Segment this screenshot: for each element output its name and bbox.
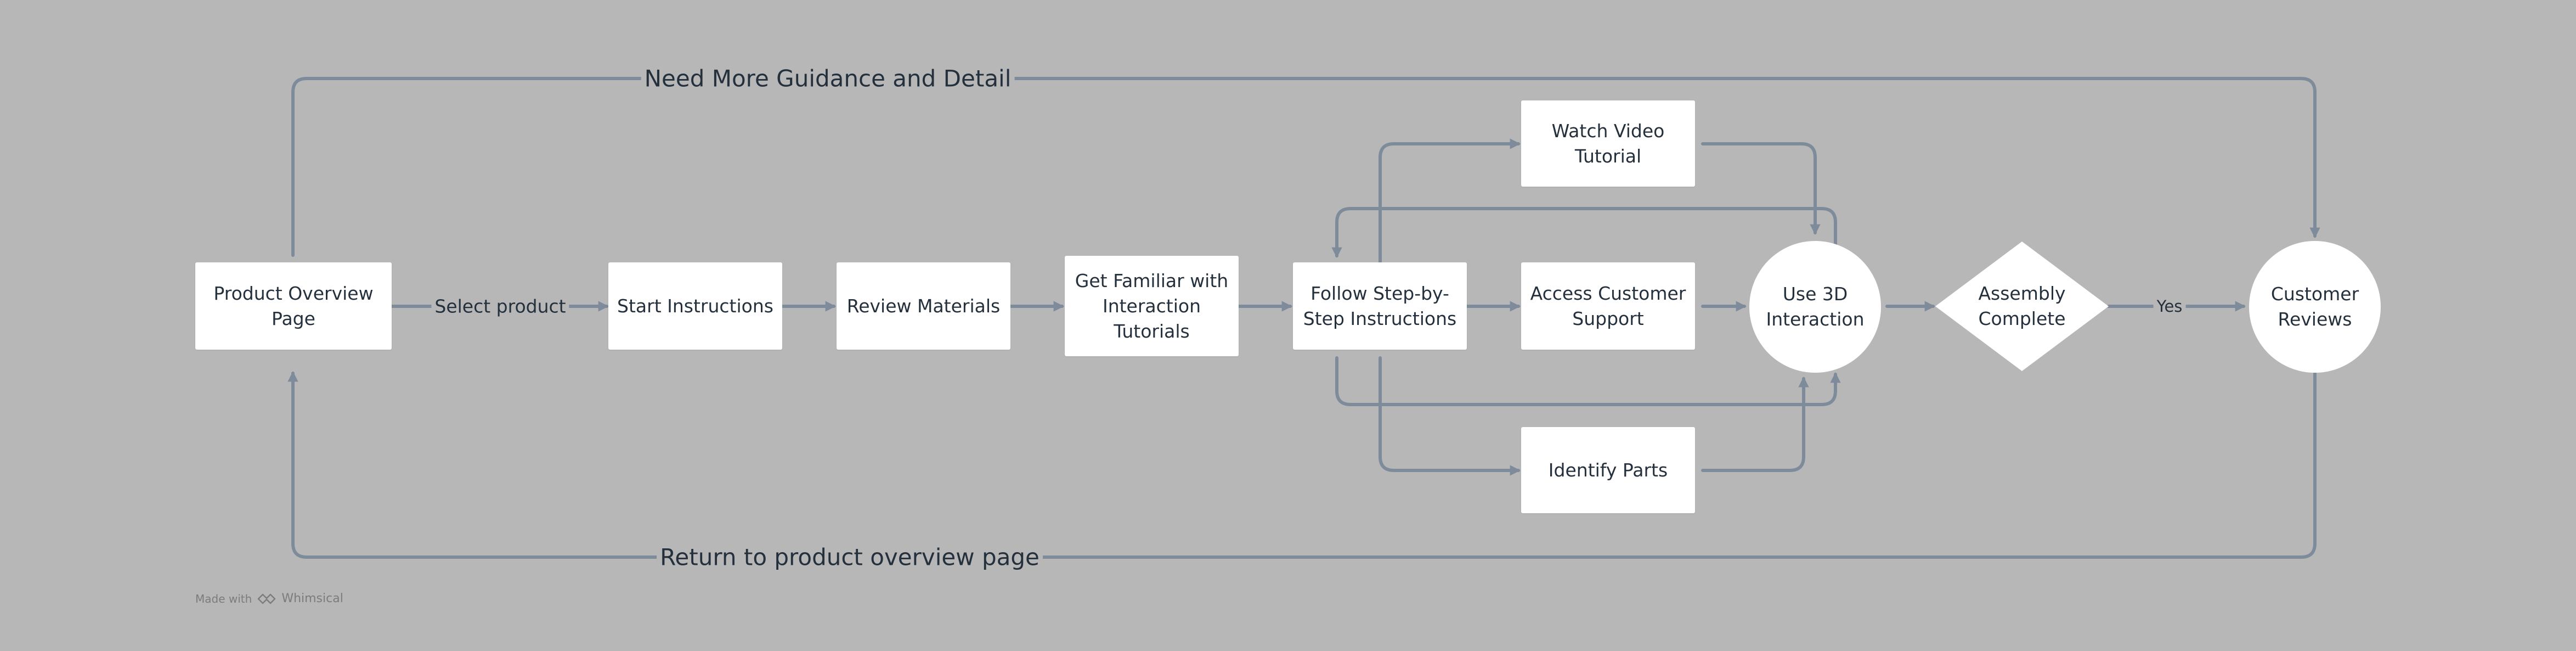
product-overview-page-node[interactable]: Product Overview Page xyxy=(195,262,392,350)
access-customer-support-node[interactable]: Access Customer Support xyxy=(1521,262,1695,350)
follow-step-by-step-node[interactable]: Follow Step-by-Step Instructions xyxy=(1293,262,1467,350)
customer-reviews-label: Customer Reviews xyxy=(2270,283,2359,330)
made-with-text: Made with xyxy=(195,592,252,605)
start-instructions-node[interactable]: Start Instructions xyxy=(608,262,782,350)
edge-label-select-product: Select product xyxy=(431,295,569,317)
whimsical-logo-icon xyxy=(257,593,276,605)
edge-3d-back-to-follow xyxy=(1331,207,1837,258)
edge-video-to-3d xyxy=(1701,142,1821,235)
decision-diamond-shape xyxy=(1935,242,2109,371)
use-3d-interaction-node[interactable]: Use 3D Interaction xyxy=(1749,241,1881,373)
get-familiar-label: Get Familiar with Interaction Tutorials xyxy=(1075,270,1229,342)
assembly-complete-node[interactable]: Assembly Complete xyxy=(1935,242,2109,371)
edge-reviews-to-overview-bottom xyxy=(287,371,2317,559)
edge-label-return-overview: Return to product overview page xyxy=(657,543,1043,571)
review-materials-label: Review Materials xyxy=(846,295,1001,317)
edge-follow-to-parts xyxy=(1379,356,1521,476)
edge-label-yes: Yes xyxy=(2153,297,2186,316)
edge-follow-to-video xyxy=(1379,138,1521,264)
edge-parts-to-3d xyxy=(1701,377,1809,472)
watch-video-tutorial-label: Watch Video Tutorial xyxy=(1551,120,1665,167)
whimsical-brand-text: Whimsical xyxy=(281,592,343,605)
edge-overview-to-reviews-top xyxy=(291,77,2320,257)
identify-parts-node[interactable]: Identify Parts xyxy=(1521,427,1695,513)
assembly-complete-label: Assembly Complete xyxy=(1978,283,2066,329)
edge-follow-to-3d-bottom xyxy=(1335,356,1841,406)
identify-parts-label: Identify Parts xyxy=(1548,459,1668,481)
use-3d-interaction-label: Use 3D Interaction xyxy=(1766,283,1865,330)
start-instructions-label: Start Instructions xyxy=(617,295,773,317)
watch-video-tutorial-node[interactable]: Watch Video Tutorial xyxy=(1521,100,1695,187)
customer-reviews-node[interactable]: Customer Reviews xyxy=(2249,241,2381,373)
review-materials-node[interactable]: Review Materials xyxy=(837,262,1010,350)
access-customer-support-label: Access Customer Support xyxy=(1530,282,1686,329)
follow-step-by-step-label: Follow Step-by-Step Instructions xyxy=(1303,282,1457,329)
product-overview-page-label: Product Overview Page xyxy=(213,282,374,329)
edge-label-need-guidance: Need More Guidance and Detail xyxy=(641,65,1015,92)
get-familiar-node[interactable]: Get Familiar with Interaction Tutorials xyxy=(1065,256,1239,356)
made-with-footer[interactable]: Made with Whimsical xyxy=(195,592,343,605)
